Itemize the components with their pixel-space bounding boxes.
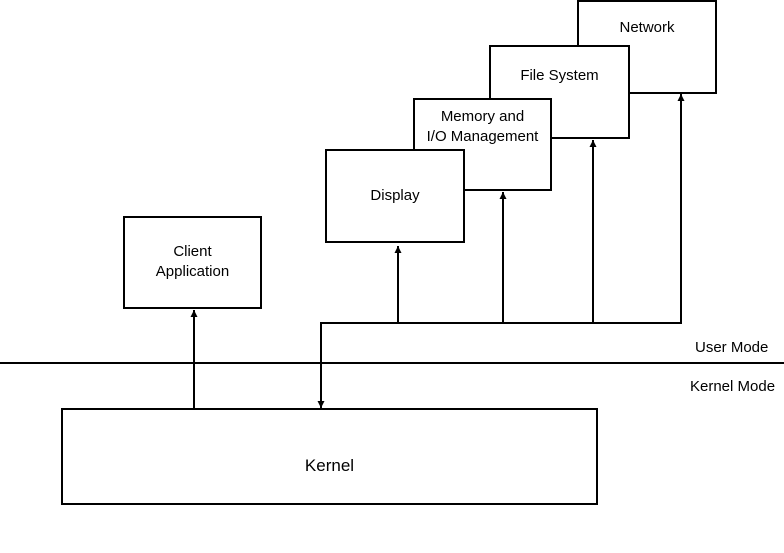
client-application-label-line2: Application	[155, 263, 230, 280]
display-box: Display	[325, 149, 465, 243]
kernel-box: Kernel	[61, 408, 598, 505]
file-system-label: File System	[520, 67, 599, 84]
display-label: Display	[370, 187, 420, 204]
memory-io-label-line2: I/O Management	[426, 128, 539, 145]
memory-io-label-line1: Memory and	[440, 108, 525, 125]
client-application-label-line1: Client	[173, 243, 212, 260]
kernel-label: Kernel	[304, 456, 355, 475]
memory-io-management-box: Memory and I/O Management	[413, 98, 552, 191]
user-mode-label: User Mode	[695, 339, 769, 356]
kernel-mode-label: Kernel Mode	[690, 378, 776, 395]
network-label: Network	[619, 19, 675, 36]
client-application-box: Client Application	[123, 216, 262, 309]
